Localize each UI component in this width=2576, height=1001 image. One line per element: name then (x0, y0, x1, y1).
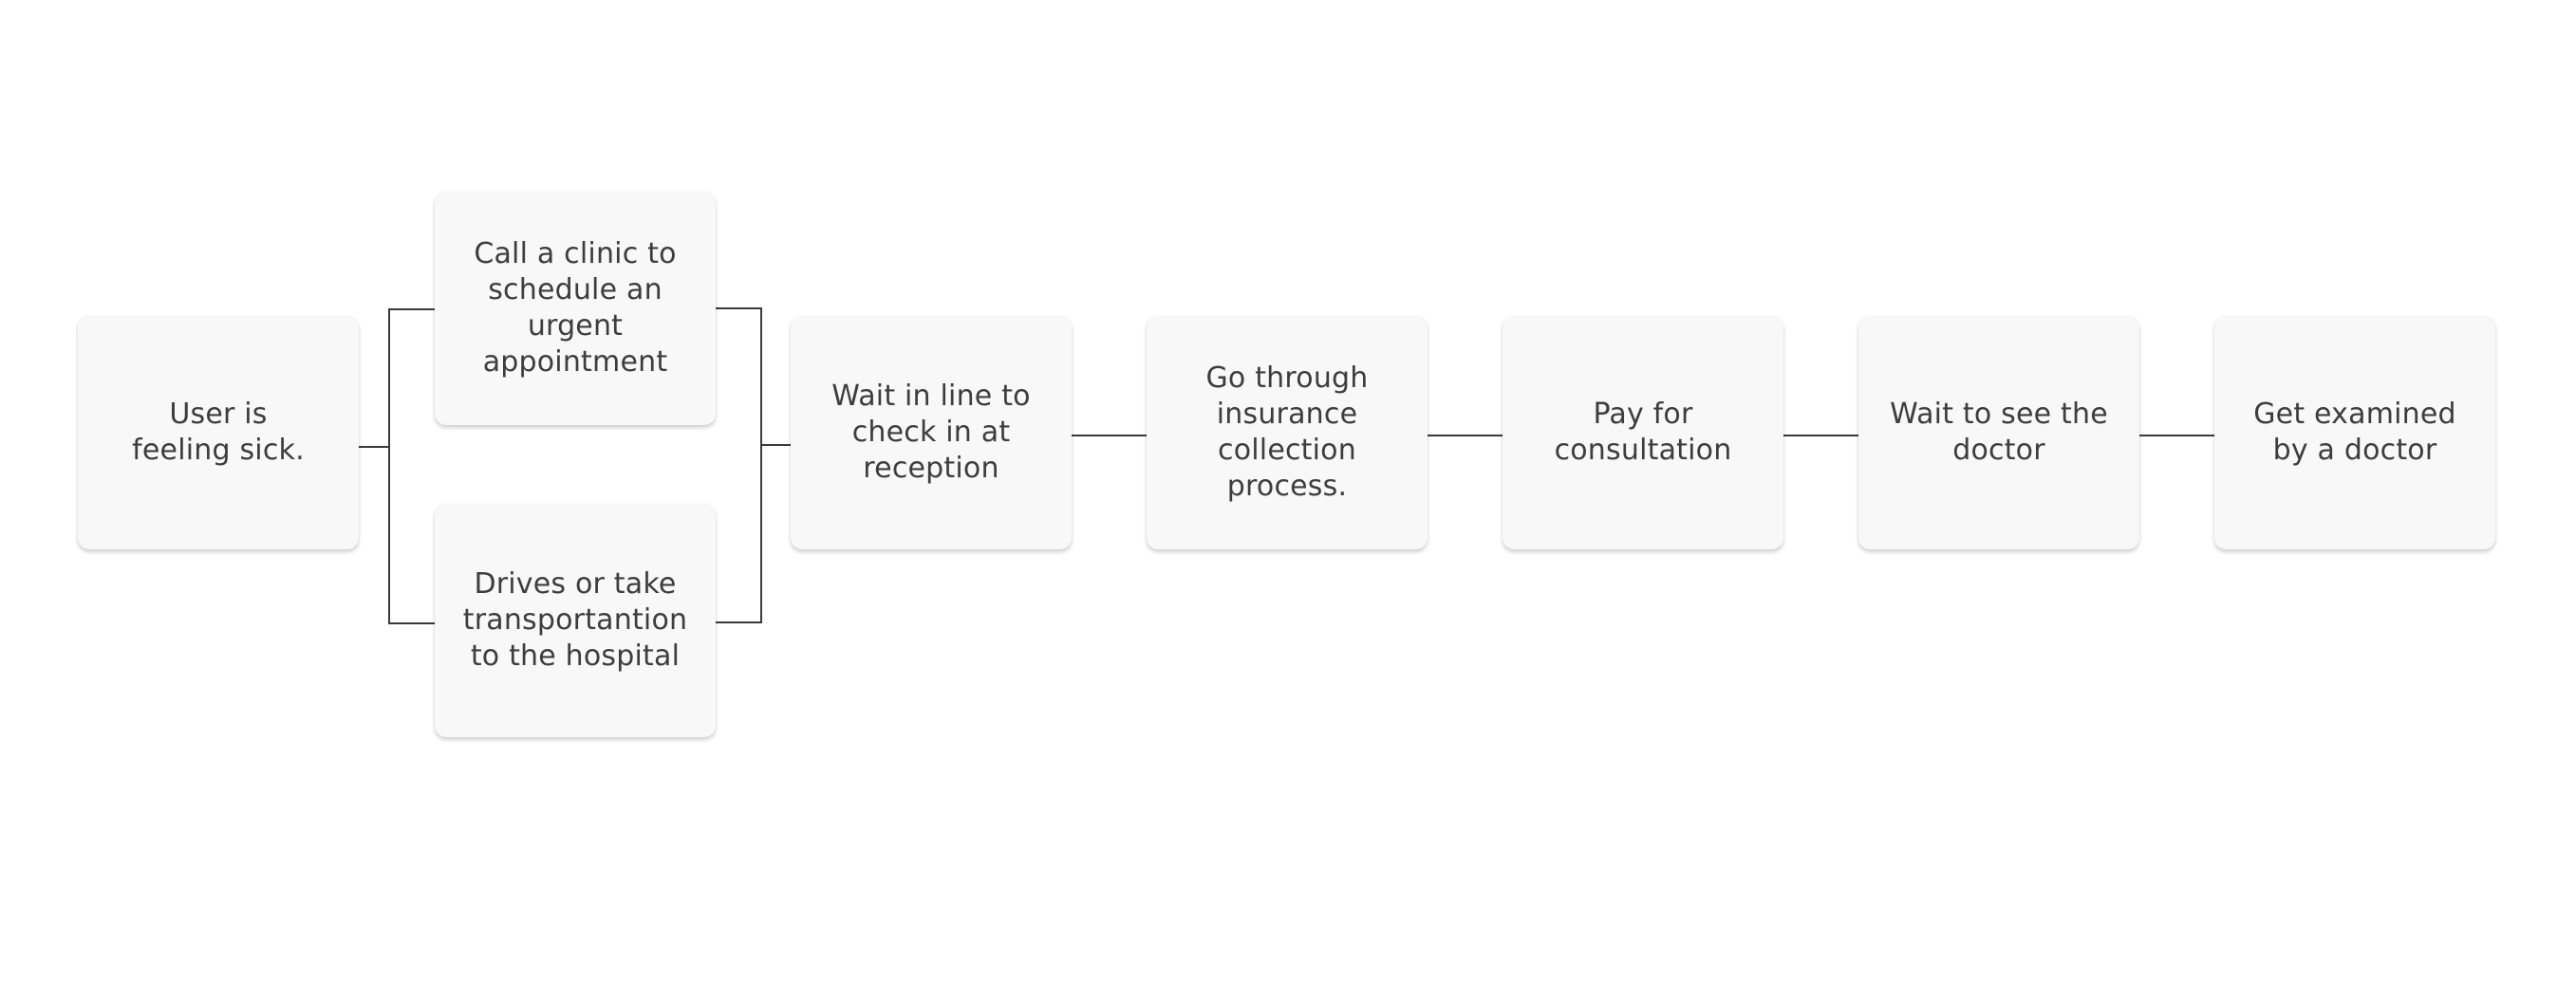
connector-split-bracket (388, 308, 435, 624)
connector-merge-bracket (716, 307, 762, 623)
